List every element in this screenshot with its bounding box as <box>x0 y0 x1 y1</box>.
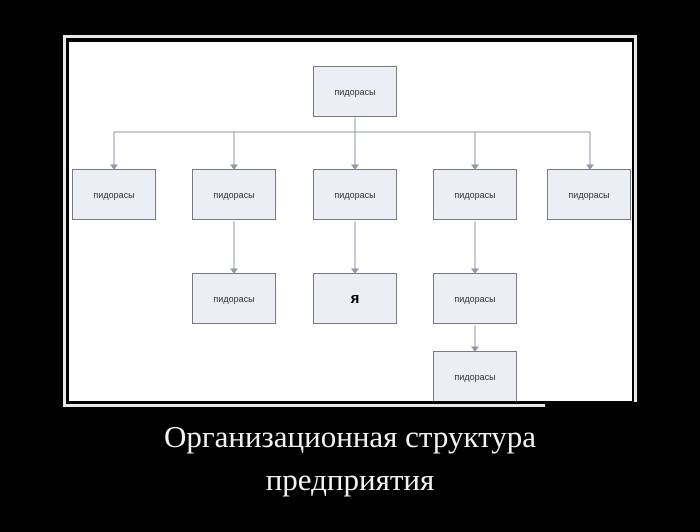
org-box: пидорасы <box>547 169 631 220</box>
org-box-root: пидорасы <box>313 66 397 117</box>
org-box: пидорасы <box>433 273 517 324</box>
org-box: пидорасы <box>72 169 156 220</box>
frame-right <box>634 35 637 402</box>
org-box: пидорасы <box>192 169 276 220</box>
org-chart: пидорасы пидорасы пидорасы пидорасы пидо… <box>69 42 632 401</box>
org-box: пидорасы <box>433 351 517 401</box>
frame-top <box>63 35 637 38</box>
org-box: пидорасы <box>192 273 276 324</box>
org-box: пидорасы <box>313 169 397 220</box>
org-box-me: я <box>313 273 397 324</box>
frame-left <box>63 35 66 407</box>
caption-line-2: предприятия <box>265 462 435 497</box>
org-box: пидорасы <box>433 169 517 220</box>
connectors <box>110 117 594 352</box>
caption-line-1: Организационная структура <box>164 419 536 454</box>
frame-bottom <box>63 404 545 407</box>
